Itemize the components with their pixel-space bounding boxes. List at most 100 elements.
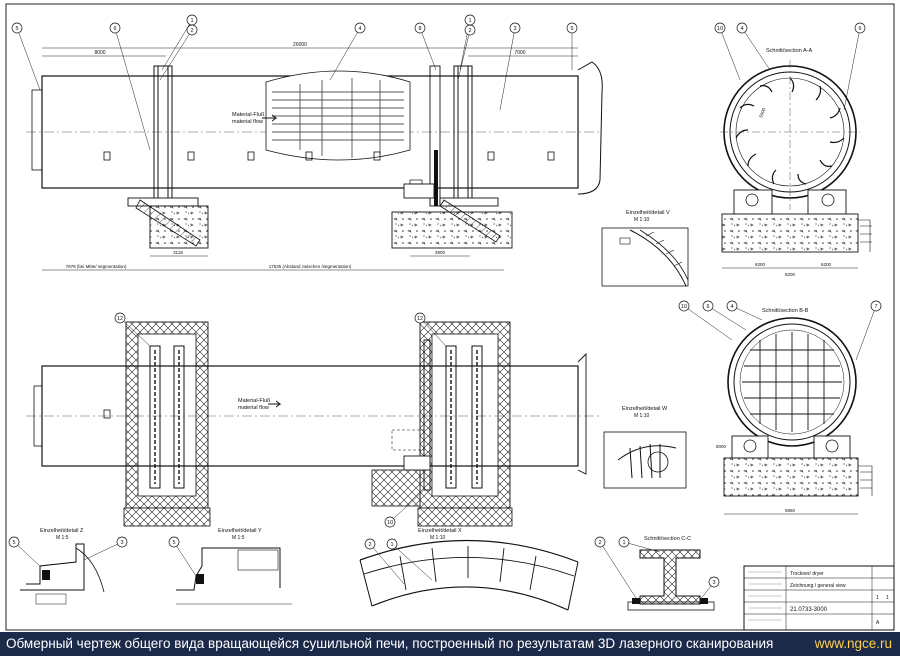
callout-circle xyxy=(386,538,398,550)
callout-circle xyxy=(354,22,366,34)
callout-number: 6 xyxy=(113,26,116,32)
detail-v-title: Einzelheit/detail V xyxy=(626,210,670,216)
title-block-title-1: Trockner/ dryer xyxy=(790,571,824,577)
dim-dia-1: 5000 xyxy=(758,107,766,119)
flow-label-top-2: material flow xyxy=(232,119,263,125)
callout-leader xyxy=(83,541,123,561)
dim-sec-width-3: 6200 xyxy=(821,262,832,267)
callout-circle xyxy=(702,300,714,312)
detail-w: Einzelheit/detail W M 1:10 xyxy=(603,406,687,489)
elevation-view: 26000 8000 7000 xyxy=(26,42,603,271)
callout-number: 10 xyxy=(387,520,393,526)
section-cc-title: Schnitt/section C-C xyxy=(644,536,691,542)
callout-circle xyxy=(708,576,720,588)
callout-leader xyxy=(159,29,193,81)
detail-w-title: Einzelheit/detail W xyxy=(622,406,668,412)
callout-number: 12 xyxy=(417,316,423,322)
callout-leader xyxy=(13,541,41,567)
callout-circle xyxy=(114,312,126,324)
callout-number: 5 xyxy=(570,26,573,32)
callout-circle xyxy=(566,22,578,34)
dim-sec-width-1: 6200 xyxy=(755,262,766,267)
callout-circle xyxy=(726,300,738,312)
callout-number: 1 xyxy=(190,18,193,24)
title-block-sheet: 1 xyxy=(876,595,879,601)
callout-circle xyxy=(414,312,426,324)
detail-z-title: Einzelheit/detail Z xyxy=(40,528,84,534)
callout-leader xyxy=(16,27,41,91)
flow-label-mid-1: Material-Fluß xyxy=(238,398,271,404)
callout-circle xyxy=(594,536,606,548)
callout-circle xyxy=(618,536,630,548)
detail-v-scale: M 1:10 xyxy=(634,217,650,223)
flow-label-mid-2: material flow xyxy=(238,405,269,411)
detail-z-scale: M 1:5 xyxy=(56,535,69,541)
callout-number: 1 xyxy=(622,540,625,546)
detail-v: Einzelheit/detail V M 1:10 xyxy=(601,210,689,287)
callout-number: 2 xyxy=(368,542,371,548)
section-a-a: Schnitt/section A-A 5000 6200 8200 6200 xyxy=(720,48,872,277)
detail-y: Einzelheit/detail Y M 1:5 xyxy=(176,528,292,605)
dim-left-pos: 8000 xyxy=(94,50,105,56)
callout-number: 5 xyxy=(15,26,18,32)
callout-leader xyxy=(391,543,433,581)
callout-number: 6 xyxy=(706,304,709,310)
dim-lower-left: 7878 (bei Mitte/ segmentation) xyxy=(66,264,127,269)
caption-bar: Обмерный чертеж общего вида вращающейся … xyxy=(0,632,900,656)
callout-number: 4 xyxy=(740,26,743,32)
callout-number: 2 xyxy=(598,540,601,546)
callout-number: 4 xyxy=(730,304,733,310)
callout-circle xyxy=(464,24,476,36)
plan-view: Material-Fluß material flow xyxy=(26,321,600,527)
callout-leader xyxy=(119,317,151,347)
title-block-rev: A xyxy=(876,620,880,626)
callout-number: 5 xyxy=(172,540,175,546)
callout-circle xyxy=(186,24,198,36)
callout-number: 6 xyxy=(858,26,861,32)
callout-leader xyxy=(623,541,661,553)
detail-x-scale: M 1:10 xyxy=(430,535,446,541)
dim-dia-2: 8000 xyxy=(716,444,727,449)
dim-right-pos: 7000 xyxy=(514,50,525,56)
detail-y-title: Einzelheit/detail Y xyxy=(218,528,262,534)
callout-leader xyxy=(114,27,151,151)
callout-circle xyxy=(678,300,690,312)
dim-overall-length: 26000 xyxy=(293,42,307,48)
dim-sec-width-2: 8200 xyxy=(785,272,796,277)
callout-number: 3 xyxy=(120,540,123,546)
section-aa-title: Schnitt/section A-A xyxy=(766,48,812,54)
callout-number: 3 xyxy=(513,26,516,32)
callout-number: 2 xyxy=(468,28,471,34)
dim-support-1: 3118 xyxy=(173,250,183,255)
title-block-sheets: 1 xyxy=(886,595,889,601)
title-block-title-2: Zeichnung / general view xyxy=(790,583,846,589)
caption-url[interactable]: www.ngce.ru xyxy=(814,636,892,651)
callout-circle xyxy=(854,22,866,34)
detail-x-title: Einzelheit/detail X xyxy=(418,528,462,534)
callout-number: 5 xyxy=(12,540,15,546)
detail-z: Einzelheit/detail Z M 1:5 xyxy=(20,528,105,605)
callout-circle xyxy=(8,536,20,548)
callout-circle xyxy=(116,536,128,548)
callout-circle xyxy=(870,300,882,312)
section-c-c: Schnitt/section C-C xyxy=(627,536,715,611)
callout-number: 7 xyxy=(874,304,877,310)
callout-leader xyxy=(389,489,425,523)
callout-leader xyxy=(419,27,437,71)
callout-leader xyxy=(457,29,471,81)
callout-circle xyxy=(168,536,180,548)
callout-leader xyxy=(719,27,741,81)
title-block-drawing-no: 21.0733-3000 xyxy=(790,607,828,613)
callout-circle xyxy=(509,22,521,34)
callout-number: 1 xyxy=(468,18,471,24)
callout-number: 8 xyxy=(418,26,421,32)
callout-leader xyxy=(599,541,637,599)
callout-circle xyxy=(714,22,726,34)
callout-leader xyxy=(731,305,763,321)
callout-circle xyxy=(414,22,426,34)
detail-x: Einzelheit/detail X M 1:10 xyxy=(359,528,579,611)
callout-leader xyxy=(843,27,861,111)
callout-leader xyxy=(683,305,733,341)
section-b-b: Schnitt/section B-B 8850 8000 xyxy=(716,308,873,515)
